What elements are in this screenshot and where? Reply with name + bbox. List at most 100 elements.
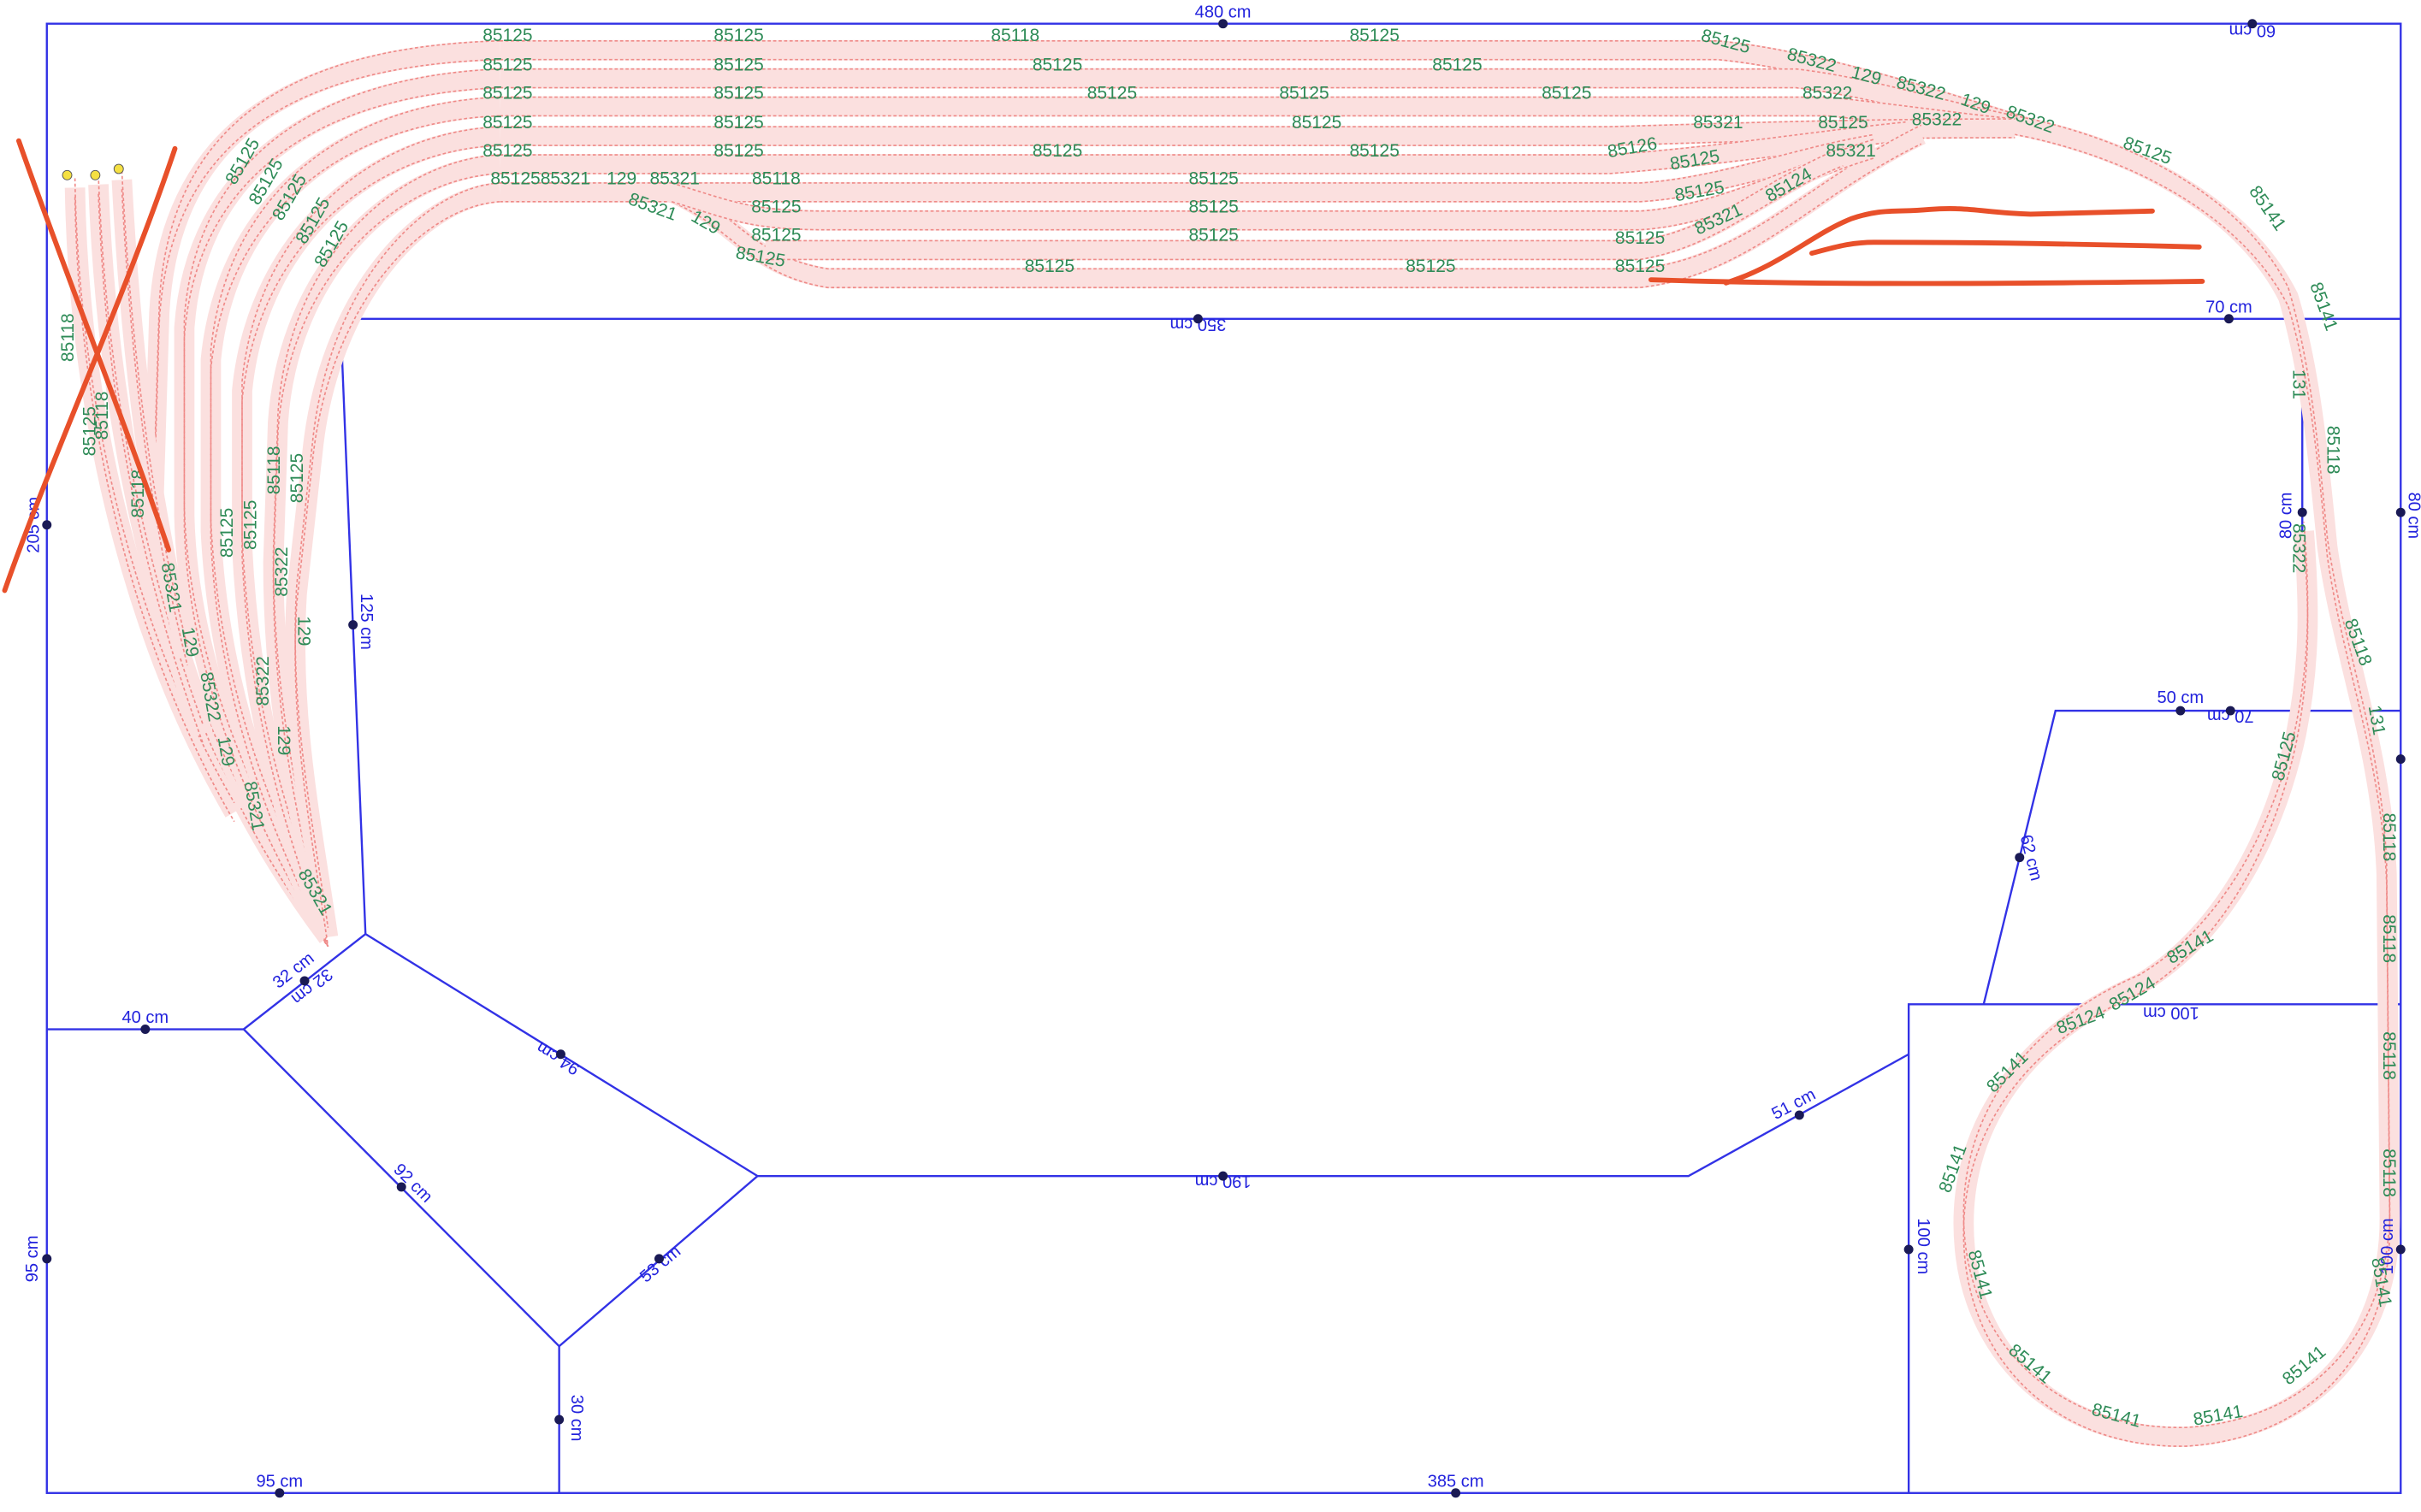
track-piece-label: 85125 bbox=[1087, 83, 1137, 103]
track-rail-edge bbox=[500, 115, 2016, 139]
track-piece-label: 85125 bbox=[482, 113, 532, 133]
track-piece-label: 85125 bbox=[1279, 83, 1329, 103]
track-rail-edge bbox=[294, 182, 500, 928]
track-piece-label: 85125 bbox=[287, 453, 307, 503]
track-end-marker[interactable] bbox=[90, 169, 101, 180]
track-bed bbox=[88, 184, 213, 738]
dimension-handle[interactable] bbox=[396, 1182, 406, 1192]
track-piece-label: 85125 bbox=[1432, 55, 1482, 74]
proposed-siding-stroke bbox=[1648, 277, 2205, 286]
dimension-handle[interactable] bbox=[2247, 19, 2258, 29]
dimension-label: 350 cm bbox=[1169, 315, 1226, 334]
track-piece-label: 85322 bbox=[253, 656, 273, 706]
dimension-handle[interactable] bbox=[554, 1415, 565, 1425]
track-rail-edge bbox=[765, 165, 1844, 261]
track-piece-label: 85125 bbox=[1406, 257, 1455, 276]
dimension-label: 190 cm bbox=[1195, 1172, 1252, 1190]
track-piece-label: 129 bbox=[214, 735, 239, 767]
endpoint-markers bbox=[62, 163, 124, 180]
dimension-handle[interactable] bbox=[654, 1254, 664, 1264]
track-piece-label: 85321 bbox=[650, 169, 700, 189]
dimension-handle[interactable] bbox=[2395, 507, 2406, 517]
track-piece-label: 85118 bbox=[2379, 813, 2399, 862]
dimension-label: 80 cm bbox=[2276, 492, 2295, 539]
dimension-label: 100 cm bbox=[1914, 1218, 1933, 1274]
track-piece-label: 85322 bbox=[272, 546, 292, 596]
dimension-handle[interactable] bbox=[2225, 706, 2235, 716]
track-piece-label: 85322 bbox=[1802, 83, 1852, 103]
track-piece-label: 85141 bbox=[2245, 182, 2289, 234]
track-rail-edge bbox=[765, 146, 1844, 242]
dimension-handle[interactable] bbox=[1218, 1171, 1228, 1181]
track-piece-label: 85125 bbox=[713, 55, 763, 74]
track-rail-edge bbox=[183, 86, 500, 948]
track-end-marker[interactable] bbox=[62, 169, 73, 180]
track-rail-edge bbox=[500, 143, 1922, 289]
track-rail-edge bbox=[294, 201, 500, 947]
track-piece-label: 85125 bbox=[1033, 55, 1082, 74]
track-end-marker[interactable] bbox=[113, 163, 124, 174]
track-piece-label: 85125 bbox=[482, 26, 532, 45]
track-bed bbox=[500, 39, 2400, 1447]
track-piece-label: 85118 bbox=[92, 392, 112, 440]
track-rail-edge bbox=[121, 170, 188, 647]
dimension-handles bbox=[42, 19, 2406, 1498]
track-rail-edge bbox=[210, 115, 500, 948]
dimension-handle[interactable] bbox=[2395, 754, 2406, 765]
dimension-handle[interactable] bbox=[275, 1488, 285, 1498]
dimension-handle[interactable] bbox=[42, 520, 52, 530]
dimension-handle[interactable] bbox=[1451, 1488, 1461, 1498]
track-piece-label: 85322 bbox=[2288, 523, 2308, 573]
track-piece-label: 85321 bbox=[541, 169, 590, 189]
dimension-handle[interactable] bbox=[140, 1025, 151, 1034]
dimension-handle[interactable] bbox=[299, 976, 310, 986]
track-piece-label: 85125 bbox=[1188, 198, 1238, 217]
dimension-handle[interactable] bbox=[2223, 314, 2234, 324]
dimension-handle[interactable] bbox=[42, 1254, 52, 1264]
track-rail-edge bbox=[672, 152, 1875, 203]
dimension-handle[interactable] bbox=[2175, 706, 2186, 716]
dimension-handle[interactable] bbox=[2395, 1244, 2406, 1255]
track-piece-label: 85125 bbox=[1025, 257, 1074, 276]
dimension-handle[interactable] bbox=[348, 620, 358, 630]
track-piece-label: 85321 bbox=[1826, 141, 1875, 161]
track-piece-label: 85125 bbox=[1615, 228, 1665, 248]
track-rail-edge bbox=[241, 126, 500, 929]
track-pieces bbox=[64, 39, 2400, 1447]
track-rail-edge bbox=[272, 154, 500, 929]
track-piece-label: 85125 bbox=[1350, 26, 1400, 45]
track-piece-label: 85125 bbox=[1350, 141, 1400, 161]
track-rail-edge bbox=[210, 96, 500, 929]
wall-segment bbox=[757, 1053, 1909, 1178]
track-rail-edge bbox=[500, 118, 2016, 128]
dimension-handle[interactable] bbox=[1193, 314, 1203, 324]
track-rail-edge bbox=[500, 124, 1922, 270]
track-piece-label: 85125 bbox=[713, 26, 763, 45]
dimension-label: 80 cm bbox=[2404, 492, 2421, 539]
track-piece-label: 85125 bbox=[80, 406, 99, 456]
dimension-handle[interactable] bbox=[2015, 853, 2025, 863]
track-rail-edge bbox=[74, 197, 235, 823]
dimension-handle[interactable] bbox=[1794, 1110, 1804, 1120]
cross-out-stroke bbox=[2, 145, 178, 594]
dimension-label: 385 cm bbox=[1428, 1472, 1484, 1491]
dimension-label: 70 cm bbox=[2205, 298, 2252, 316]
dimension-label: 100 cm bbox=[2143, 1003, 2199, 1022]
track-piece-label: 85125 bbox=[490, 169, 540, 189]
track-piece-label: 85118 bbox=[2379, 914, 2399, 963]
dimension-label: 70 cm bbox=[2207, 706, 2254, 725]
track-bed bbox=[500, 118, 2016, 147]
dimension-label: 95 cm bbox=[256, 1472, 303, 1491]
track-piece-label: 85118 bbox=[264, 446, 284, 494]
track-rail-edge bbox=[672, 133, 1875, 184]
dimension-handle[interactable] bbox=[555, 1049, 565, 1060]
dimension-handle[interactable] bbox=[1903, 1244, 1914, 1255]
dimension-label: 40 cm bbox=[121, 1008, 169, 1027]
track-rail-edge bbox=[98, 174, 204, 725]
track-piece-label: 85141 bbox=[2306, 280, 2341, 334]
track-piece-label: 85118 bbox=[2323, 426, 2342, 475]
dimension-handle[interactable] bbox=[2297, 507, 2307, 517]
track-piece-label: 85125 bbox=[482, 141, 532, 161]
dimension-handle[interactable] bbox=[1218, 19, 1228, 29]
